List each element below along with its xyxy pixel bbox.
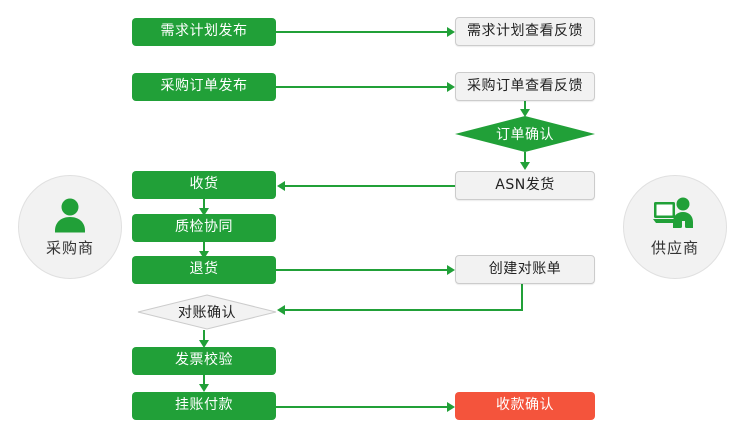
node-payable-payment[interactable]: 挂账付款 [132, 392, 276, 420]
node-return-goods[interactable]: 退货 [132, 256, 276, 284]
arrow-receive-to-qc [199, 208, 209, 216]
arrow-confirm-to-invoice [199, 340, 209, 348]
edge-payment-to-receipt [276, 406, 448, 408]
node-po-publish[interactable]: 采购订单发布 [132, 73, 276, 101]
arrow-asn-to-receive [277, 181, 285, 191]
node-order-confirm-label: 订单确认 [496, 127, 554, 143]
arrow-demand-plan [447, 27, 455, 37]
edge-asn-to-receive [285, 185, 455, 187]
arrow-po-publish [447, 82, 455, 92]
arrow-payment-to-receipt [447, 402, 455, 412]
node-receive-goods[interactable]: 收货 [132, 171, 276, 199]
arrow-return-to-statement [447, 265, 455, 275]
actor-buyer-label: 采购商 [45, 239, 94, 257]
edge-receive-to-qc [203, 199, 205, 212]
edge-statement-left [285, 309, 523, 311]
arrow-invoice-to-payment [199, 384, 209, 392]
edge-statement-down [521, 284, 523, 311]
actor-buyer[interactable]: 采购商 [18, 175, 122, 279]
arrow-qc-to-return [199, 251, 209, 259]
arrow-statement-to-confirm [277, 305, 285, 315]
edge-return-to-statement [276, 269, 448, 271]
edge-po-publish [276, 86, 448, 88]
node-asn-ship[interactable]: ASN发货 [455, 171, 595, 200]
actor-supplier[interactable]: 供应商 [623, 175, 727, 279]
diamond-shape-green [455, 116, 595, 152]
node-po-feedback[interactable]: 采购订单查看反馈 [455, 72, 595, 101]
node-order-confirm[interactable]: 订单确认 [455, 116, 595, 152]
edge-confirm-to-invoice [203, 330, 205, 344]
node-invoice-check[interactable]: 发票校验 [132, 347, 276, 375]
edge-invoice-to-payment [203, 375, 205, 388]
node-quality-collab[interactable]: 质检协同 [132, 214, 276, 242]
edge-confirm-to-asn [524, 152, 526, 168]
edge-po-to-confirm [524, 101, 526, 115]
diamond-shape-gray [137, 294, 277, 330]
edge-demand-plan [276, 31, 448, 33]
edge-qc-to-return [203, 242, 205, 255]
person-icon [55, 198, 85, 233]
arrow-po-to-confirm [520, 109, 530, 117]
node-demand-plan-feedback[interactable]: 需求计划查看反馈 [455, 17, 595, 46]
node-create-statement[interactable]: 创建对账单 [455, 255, 595, 284]
person-at-computer-icon [653, 197, 693, 228]
node-statement-confirm[interactable]: 对账确认 [137, 294, 277, 330]
node-demand-plan-publish[interactable]: 需求计划发布 [132, 18, 276, 46]
actor-supplier-label: 供应商 [650, 239, 699, 257]
node-receipt-confirm[interactable]: 收款确认 [455, 392, 595, 420]
node-statement-confirm-label: 对账确认 [178, 305, 236, 321]
arrow-confirm-to-asn [520, 162, 530, 170]
